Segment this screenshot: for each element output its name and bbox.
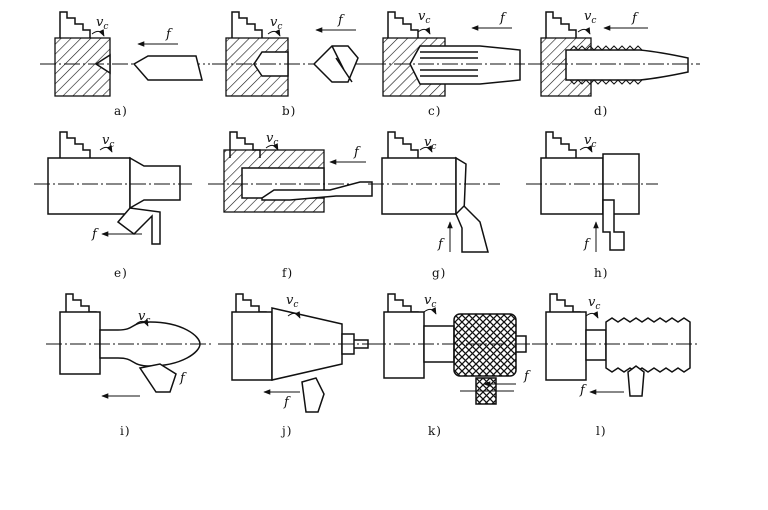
twist-drill-tool	[312, 45, 359, 83]
panel-d	[528, 11, 700, 97]
caption-h: h)	[594, 266, 609, 280]
feed-label-f: f	[353, 145, 361, 160]
chuck-steps	[545, 11, 577, 38]
caption-i: i)	[120, 424, 131, 438]
feed-label-c: f	[499, 11, 507, 26]
tap-threads	[569, 45, 643, 85]
panel-l	[532, 293, 700, 397]
tap-tool	[565, 49, 689, 81]
spin-arrow	[577, 27, 591, 35]
chuck-body	[231, 311, 273, 381]
chuck-steps	[387, 131, 419, 158]
feed-label-j: f	[283, 395, 291, 410]
taper-tool	[301, 377, 325, 413]
chuck-steps	[231, 11, 263, 38]
caption-k: k)	[428, 424, 442, 438]
threaded-section	[605, 317, 691, 373]
workpiece-tip	[341, 333, 369, 355]
vc-label-a: vc	[96, 15, 108, 32]
panel-i	[46, 293, 212, 399]
caption-b: b)	[282, 104, 297, 118]
caption-j: j)	[282, 424, 293, 438]
chuck-steps	[387, 11, 419, 38]
caption-c: c)	[428, 104, 442, 118]
chuck-body	[381, 157, 457, 215]
vc-label-j: vc	[286, 293, 298, 310]
vc-label-d: vc	[584, 9, 596, 26]
turning-tool	[116, 207, 161, 245]
spin-arrow	[579, 145, 593, 153]
reamer-tool	[409, 45, 521, 85]
caption-f: f)	[282, 266, 294, 280]
boring-bar	[261, 181, 373, 201]
feed-label-i: f	[179, 371, 187, 386]
caption-d: d)	[594, 104, 609, 118]
vc-label-c: vc	[418, 9, 430, 26]
spin-arrow	[419, 145, 433, 153]
knurled-section	[453, 313, 517, 377]
panel-e	[34, 131, 192, 245]
caption-a: a)	[114, 104, 128, 118]
chuck-body	[47, 157, 131, 215]
facing-tool	[455, 204, 489, 253]
chuck-body	[383, 311, 425, 379]
panel-a	[40, 11, 210, 97]
form-tool	[138, 363, 177, 393]
vc-label-b: vc	[270, 15, 282, 32]
chuck-steps	[59, 131, 91, 158]
caption-e: e)	[114, 266, 128, 280]
chuck-steps	[59, 11, 91, 38]
vc-label-e: vc	[102, 133, 114, 150]
vc-label-i: vc	[138, 309, 150, 326]
feed-label-b: f	[337, 13, 345, 28]
panel-c	[370, 11, 525, 97]
feed-label-e: f	[91, 227, 99, 242]
chuck-steps	[545, 131, 577, 158]
spin-arrow	[135, 319, 149, 327]
center-drill-tool	[132, 55, 203, 81]
vc-label-k: vc	[424, 293, 436, 310]
vc-label-g: vc	[424, 135, 436, 152]
thread-tool	[627, 365, 645, 397]
spin-arrow	[585, 311, 599, 319]
spin-arrow	[91, 29, 105, 37]
caption-g: g)	[432, 266, 447, 280]
spin-arrow	[423, 307, 437, 315]
spin-arrow	[265, 143, 279, 151]
feed-label-l: f	[579, 383, 587, 398]
feed-label-h: f	[583, 237, 591, 252]
symbol-labels: vc vc vc vc vc vc vc vc vc vc vc vc f f …	[91, 9, 639, 410]
workpiece	[129, 156, 181, 210]
chuck-body	[545, 311, 587, 381]
spin-arrow	[267, 29, 281, 37]
feed-label-k: f	[523, 369, 531, 384]
taper-workpiece	[271, 307, 343, 381]
vc-label-f: vc	[266, 131, 278, 148]
feed-label-g: f	[437, 237, 445, 252]
spin-arrow	[99, 145, 113, 153]
vc-label-h: vc	[584, 133, 596, 150]
spin-arrow	[287, 311, 301, 319]
panel-h	[526, 131, 658, 252]
chuck-body	[59, 311, 101, 375]
feed-label-d: f	[631, 11, 639, 26]
caption-l: l)	[596, 424, 607, 438]
chuck-body	[540, 157, 604, 215]
spin-arrow	[417, 27, 431, 35]
parting-tool	[602, 199, 625, 251]
vc-label-l: vc	[588, 295, 600, 312]
panel-k	[370, 293, 536, 405]
workpiece-neck	[585, 329, 607, 361]
feed-label-a: f	[165, 27, 173, 42]
panel-j	[218, 293, 376, 413]
panel-b	[212, 11, 376, 97]
panel-g	[368, 131, 500, 253]
panel-f	[208, 131, 373, 213]
